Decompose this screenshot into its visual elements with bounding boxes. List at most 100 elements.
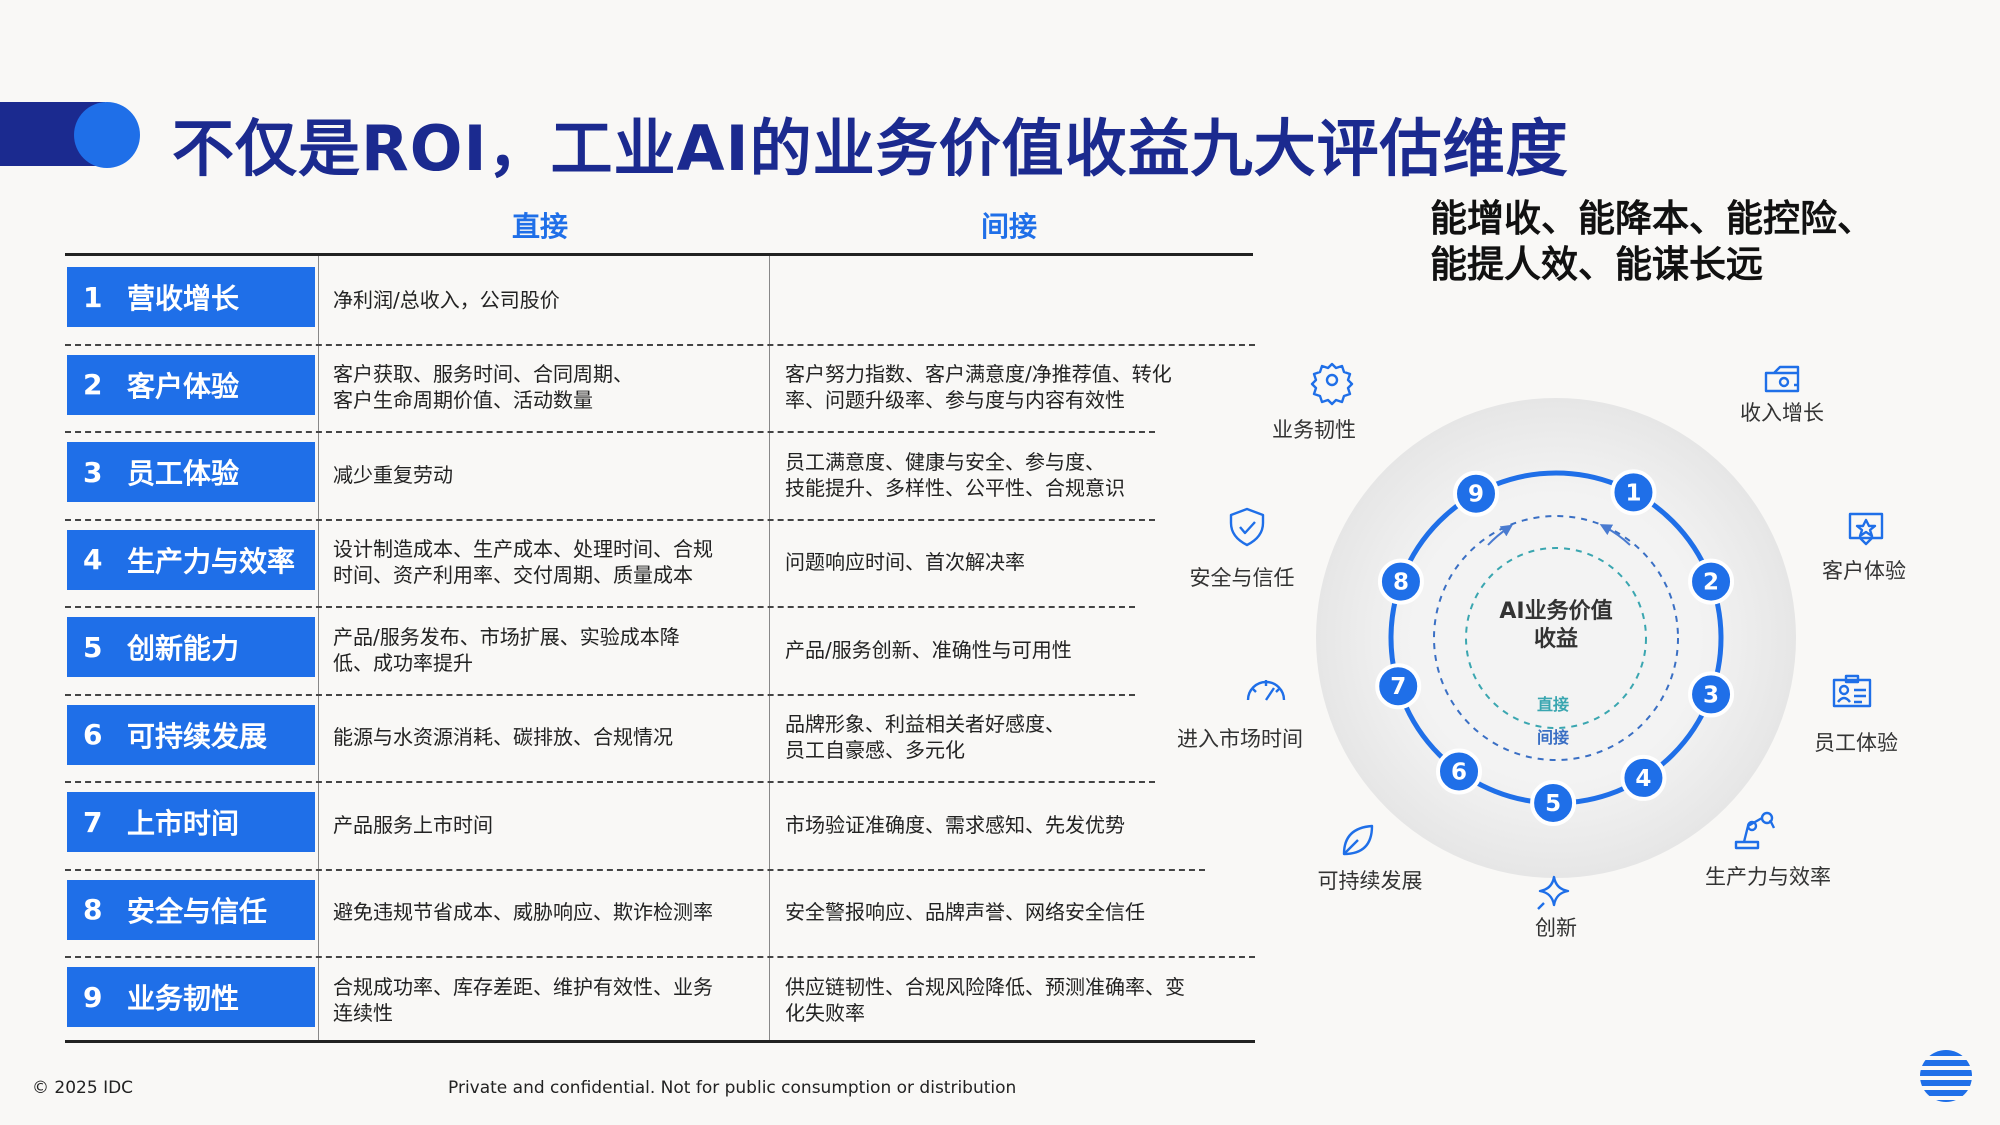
direct-metric-line: 产品服务上市时间 bbox=[333, 812, 493, 837]
dimension-label: 1 营收增长 bbox=[67, 267, 315, 327]
tagline-line: 能增收、能降本、能控险、 bbox=[1430, 197, 1874, 240]
row-divider bbox=[65, 781, 1155, 783]
table-row: 5 创新能力 产品/服务发布、市场扩展、实验成本降低、成功率提升产品/服务创新、… bbox=[65, 606, 1255, 693]
wheel-node-number: 5 bbox=[1545, 791, 1561, 817]
robot-arm-icon bbox=[1734, 811, 1776, 850]
dimension-label: 8 安全与信任 bbox=[67, 879, 315, 940]
wheel-direct-label: 直接 bbox=[1537, 695, 1569, 714]
direct-metrics-cell: 减少重复劳动 bbox=[333, 431, 823, 518]
row-divider bbox=[65, 518, 1155, 521]
dimension-name: 生产力与效率 bbox=[127, 544, 296, 578]
wheel-node bbox=[1610, 469, 1657, 516]
leaf-icon bbox=[1342, 824, 1374, 856]
row-divider bbox=[65, 606, 1135, 608]
indirect-metric-line: 安全警报响应、品牌声誉、网络安全信任 bbox=[785, 900, 1145, 924]
wheel-node-number: 1 bbox=[1625, 480, 1641, 506]
arrow-icon bbox=[1599, 524, 1631, 546]
money-icon bbox=[1764, 365, 1800, 393]
wheel-node-number: 6 bbox=[1451, 759, 1467, 785]
star-icon bbox=[1848, 512, 1884, 546]
wheel-halo bbox=[1316, 398, 1796, 878]
sparkle-icon bbox=[1537, 875, 1570, 910]
indirect-metric-line: 技能提升、多样性、公平性、合规意识 bbox=[785, 475, 1125, 500]
wheel-indirect-label: 间接 bbox=[1537, 728, 1569, 747]
direct-metric-line: 能源与水资源消耗、碳排放、合规情况 bbox=[333, 725, 673, 749]
dimension-number: 4 bbox=[83, 543, 103, 576]
dimension-name: 创新能力 bbox=[127, 632, 240, 665]
table-row: 7 上市时间 产品服务上市时间市场验证准确度、需求感知、先发优势 bbox=[65, 781, 1255, 868]
direct-metric-line: 低、成功率提升 bbox=[333, 650, 473, 675]
row-divider bbox=[65, 431, 1155, 433]
dimension-label: 3 员工体验 bbox=[67, 442, 315, 502]
indirect-arc bbox=[1433, 515, 1679, 761]
dimension-label: 9 业务韧性 bbox=[67, 967, 315, 1027]
dimension-label: 5 创新能力 bbox=[67, 617, 315, 677]
wheel-dimension-label: 收入增长 bbox=[1740, 401, 1824, 425]
dimension-name: 安全与信任 bbox=[127, 894, 268, 928]
wheel-node-number: 7 bbox=[1390, 674, 1406, 700]
table-row: 8 安全与信任 避免违规节省成本、威胁响应、欺诈检测率安全警报响应、品牌声誉、网… bbox=[65, 868, 1255, 956]
indirect-metrics-cell: 市场验证准确度、需求感知、先发优势 bbox=[785, 781, 1265, 868]
table-row: 6 可持续发展 能源与水资源消耗、碳排放、合规情况品牌形象、利益相关者好感度、员… bbox=[65, 693, 1255, 781]
direct-metrics-cell: 净利润/总收入，公司股价 bbox=[333, 256, 823, 343]
indirect-metrics-cell: 员工满意度、健康与安全、参与度、技能提升、多样性、公平性、合规意识 bbox=[785, 431, 1265, 518]
column-header-indirect: 间接 bbox=[981, 210, 1038, 243]
direct-metrics-cell: 合规成功率、库存差距、维护有效性、业务连续性 bbox=[333, 956, 823, 1043]
direct-metrics-cell: 能源与水资源消耗、碳排放、合规情况 bbox=[333, 694, 823, 781]
footer-notice: Private and confidential. Not for public… bbox=[448, 1078, 1017, 1098]
shield-icon bbox=[1229, 507, 1265, 547]
row-divider bbox=[65, 693, 1135, 696]
table-bottom-rule bbox=[65, 1040, 1255, 1043]
direct-metrics-cell: 产品/服务发布、市场扩展、实验成本降低、成功率提升 bbox=[333, 606, 823, 693]
wheel-node bbox=[1620, 754, 1667, 801]
wheel-node-number: 9 bbox=[1468, 482, 1484, 508]
row-divider bbox=[65, 956, 1255, 958]
table-row: 4 生产力与效率 设计制造成本、生产成本、处理时间、合规时间、资产利用率、交付周… bbox=[65, 518, 1255, 606]
wheel-node bbox=[1688, 671, 1735, 718]
dimension-label: 6 可持续发展 bbox=[67, 704, 315, 765]
dimension-number: 2 bbox=[83, 368, 103, 401]
dimension-label: 2 客户体验 bbox=[67, 354, 315, 415]
wheel-dimension-label: 可持续发展 bbox=[1318, 869, 1423, 893]
column-header-direct: 直接 bbox=[512, 210, 569, 243]
dimension-number: 3 bbox=[83, 455, 103, 489]
table-column-divider bbox=[769, 256, 770, 1040]
indirect-metrics-cell: 问题响应时间、首次解决率 bbox=[785, 519, 1265, 606]
table-column-divider bbox=[318, 256, 319, 1040]
indirect-metrics-cell: 客户努力指数、客户满意度/净推荐值、转化率、问题升级率、参与度与内容有效性 bbox=[785, 344, 1265, 431]
indirect-metrics-cell: 产品/服务创新、准确性与可用性 bbox=[785, 606, 1265, 693]
wheel-node bbox=[1436, 748, 1483, 795]
wheel-node-number: 2 bbox=[1703, 570, 1719, 596]
indirect-metric-line: 市场验证准确度、需求感知、先发优势 bbox=[785, 812, 1125, 837]
direct-metric-line: 合规成功率、库存差距、维护有效性、业务 bbox=[333, 974, 713, 999]
table-row: 9 业务韧性 合规成功率、库存差距、维护有效性、业务连续性供应链韧性、合规风险降… bbox=[65, 956, 1255, 1043]
dimension-number: 5 bbox=[83, 630, 103, 664]
direct-metrics-cell: 设计制造成本、生产成本、处理时间、合规时间、资产利用率、交付周期、质量成本 bbox=[333, 519, 823, 606]
wheel-dimension-label: 客户体验 bbox=[1822, 559, 1906, 583]
wheel-dimension-label: 员工体验 bbox=[1814, 731, 1898, 755]
table-row: 2 客户体验 客户获取、服务时间、合同周期、客户生命周期价值、活动数量客户努力指… bbox=[65, 343, 1255, 431]
direct-arc bbox=[1465, 547, 1647, 729]
direct-metric-line: 客户生命周期价值、活动数量 bbox=[333, 388, 593, 412]
indirect-metric-line: 产品/服务创新、准确性与可用性 bbox=[785, 637, 1072, 662]
wheel-node-number: 3 bbox=[1703, 682, 1719, 708]
direct-metrics-cell: 客户获取、服务时间、合同周期、客户生命周期价值、活动数量 bbox=[333, 344, 823, 431]
dimension-number: 8 bbox=[83, 893, 103, 926]
row-divider bbox=[65, 868, 1205, 871]
dimension-number: 1 bbox=[83, 280, 103, 314]
tagline-line: 能提人效、能谋长远 bbox=[1430, 243, 1763, 286]
direct-metric-line: 产品/服务发布、市场扩展、实验成本降 bbox=[333, 624, 680, 649]
indirect-metric-line: 供应链韧性、合规风险降低、预测准确率、变 bbox=[785, 974, 1185, 999]
indirect-metrics-cell: 安全警报响应、品牌声誉、网络安全信任 bbox=[785, 869, 1265, 956]
indirect-metric-line: 品牌形象、利益相关者好感度、 bbox=[785, 712, 1065, 736]
gauge-icon bbox=[1246, 680, 1286, 701]
dimension-name: 员工体验 bbox=[127, 457, 240, 490]
idc-logo-icon bbox=[1920, 1050, 1972, 1102]
wheel-center-label: AI业务价值 bbox=[1499, 598, 1612, 624]
direct-metrics-cell: 产品服务上市时间 bbox=[333, 781, 823, 868]
wheel-dimension-label: 创新 bbox=[1535, 916, 1577, 940]
direct-metric-line: 客户获取、服务时间、合同周期、 bbox=[333, 362, 633, 386]
wheel-node-number: 4 bbox=[1635, 766, 1651, 792]
wheel-dimension-label: 进入市场时间 bbox=[1177, 727, 1303, 751]
